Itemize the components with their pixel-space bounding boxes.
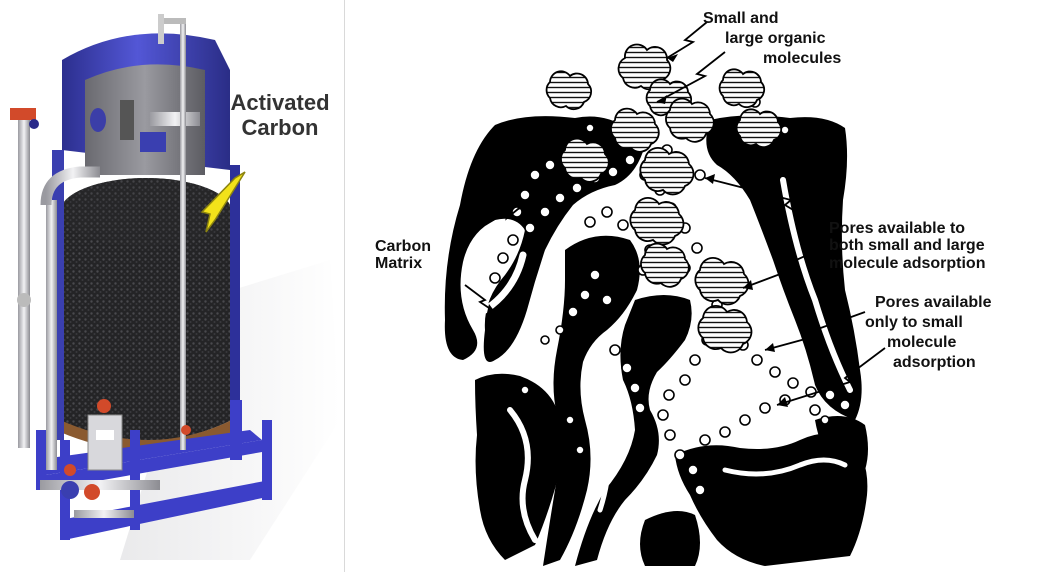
label-small-large-molecules-3: molecules — [763, 50, 841, 67]
pore-diagram: Small and large organic molecules Carbon… — [344, 0, 1060, 572]
label-pores-both-line2: both small and large — [829, 237, 985, 254]
filter-illustration: Activated Carbon — [0, 0, 342, 572]
control-box — [88, 415, 122, 470]
pipe-left-inner — [46, 200, 57, 470]
tank-shell-right — [230, 165, 240, 435]
label-pores-both: Pores available to both small and large … — [829, 220, 985, 272]
label-molecules-line1: Small and — [703, 10, 779, 27]
label-pores-small-only-2: only to small — [865, 314, 963, 331]
valve-handle — [97, 399, 111, 413]
activated-carbon-label: Activated Carbon — [214, 90, 342, 141]
label-small-large-molecules-2: large organic — [725, 30, 825, 47]
label-pores-small-line1: Pores available — [875, 294, 992, 311]
label-carbon-matrix-line1: Carbon — [375, 238, 431, 255]
valve-cap — [10, 108, 36, 120]
label-pores-small-only-4: adsorption — [893, 354, 976, 371]
label-pores-both-line1: Pores available to — [829, 220, 985, 237]
tank-port — [90, 108, 106, 132]
label-pores-small-line2: only to small — [865, 314, 963, 331]
activated-carbon-label-line1: Activated — [214, 90, 342, 115]
pore-structure-graphic — [345, 0, 1060, 572]
filter-vessel-graphic — [0, 0, 342, 572]
label-pores-both-line3: molecule adsorption — [829, 255, 985, 272]
pipe-vent — [180, 20, 186, 450]
label-small-large-molecules: Small and — [703, 10, 779, 27]
label-pores-small-only: Pores available — [875, 294, 992, 311]
label-pores-small-line3: molecule — [887, 334, 956, 351]
label-pores-small-only-3: molecule — [887, 334, 956, 351]
label-pores-small-line4: adsorption — [893, 354, 976, 371]
label-carbon-matrix-line2: Matrix — [375, 255, 431, 272]
activated-carbon-label-line2: Carbon — [214, 115, 342, 140]
label-carbon-matrix: Carbon Matrix — [375, 238, 431, 273]
pipe-left-outer — [18, 118, 30, 448]
label-molecules-line3: molecules — [763, 50, 841, 67]
label-molecules-line2: large organic — [725, 30, 825, 47]
